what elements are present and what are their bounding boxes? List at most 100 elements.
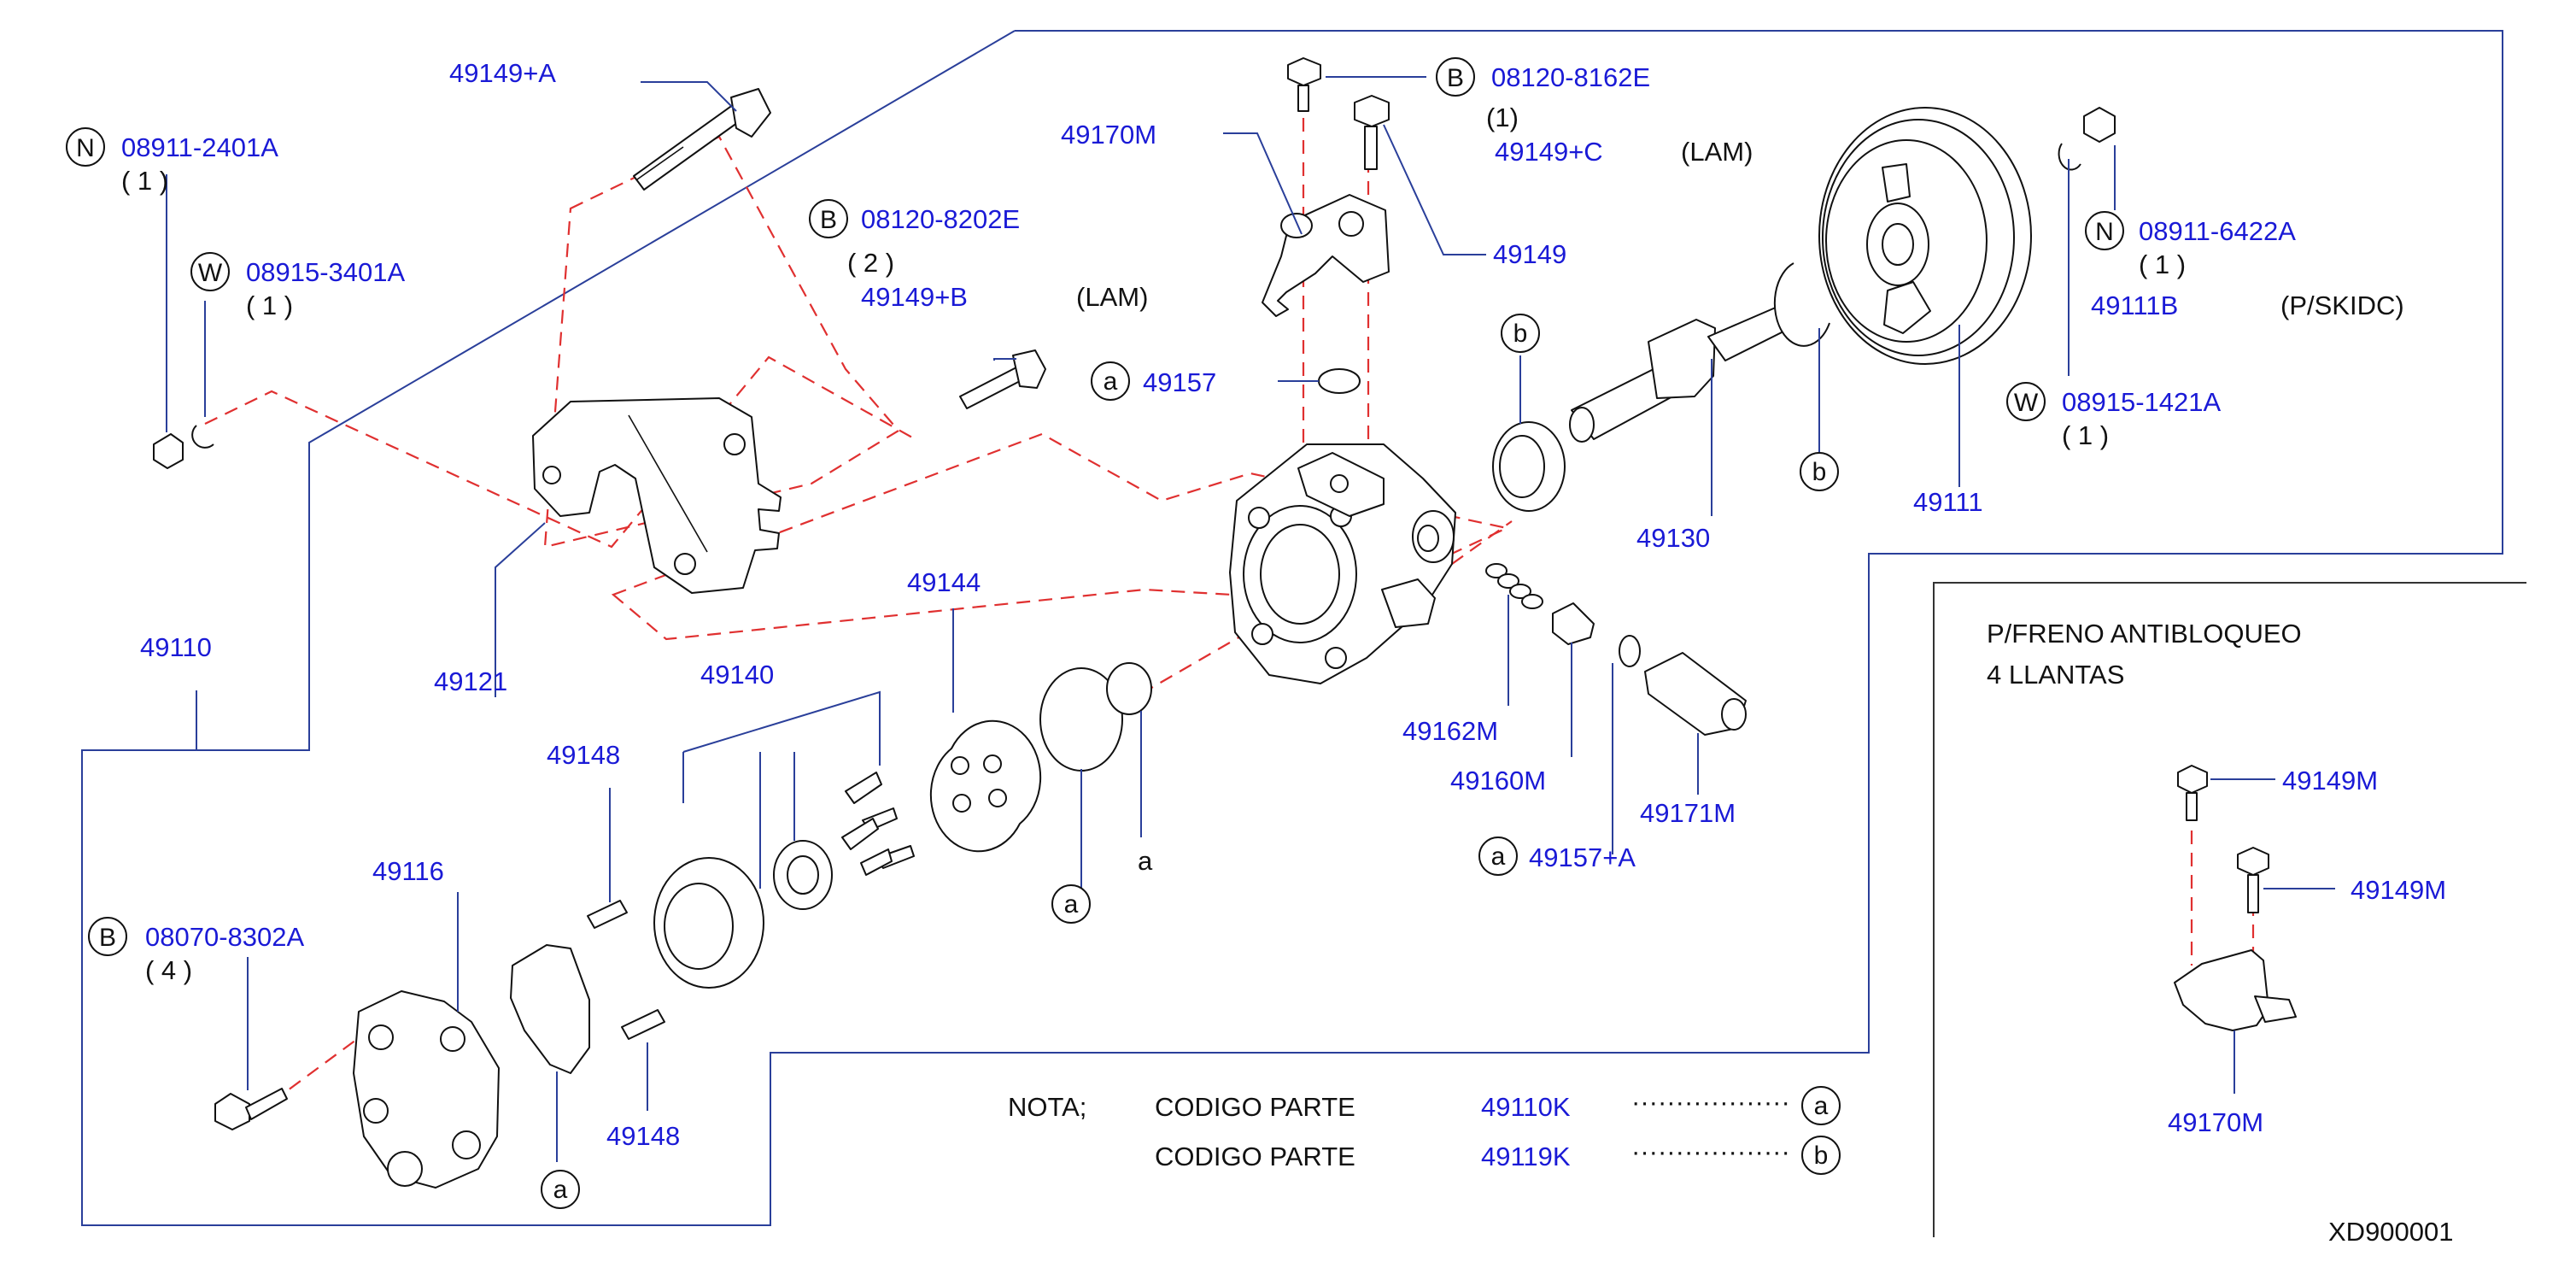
note-label: NOTA; — [1008, 1092, 1086, 1122]
fitting-49170M-top — [1262, 194, 1390, 317]
circle-b-seal — [1501, 314, 1540, 353]
oring-49157 — [1318, 368, 1361, 394]
circle-a-49157A-letter: a — [1491, 842, 1506, 871]
qty-08120-8202E: ( 2 ) — [847, 248, 894, 278]
circle-b-seal-letter: b — [1513, 320, 1528, 348]
inset-fitting-49170M — [2174, 949, 2297, 1031]
circle-B-2-letter: B — [1447, 64, 1464, 92]
inset-title-line2: 4 LLANTAS — [1987, 660, 2124, 690]
nut-washer-left — [153, 425, 214, 469]
circle-B-2 — [1436, 57, 1475, 97]
note-row1-text: CODIGO PARTE — [1155, 1092, 1355, 1122]
label-08915-1421A: 08915-1421A — [2062, 387, 2221, 417]
circle-a-gasket-letter: a — [553, 1176, 568, 1204]
circle-a-gasket — [541, 1170, 580, 1209]
qty-08070-8302A: ( 4 ) — [145, 955, 192, 985]
seal-ring — [1492, 421, 1566, 512]
note-row2-dots: ·················· — [1631, 1136, 1790, 1166]
label-49140: 49140 — [700, 660, 774, 690]
oring-large-a — [1039, 662, 1152, 772]
label-08070-8302A: 08070-8302A — [145, 922, 304, 952]
circle-B-1-letter: B — [820, 206, 837, 234]
label-08120-8202E: 08120-8202E — [861, 204, 1020, 234]
circle-b-snapring — [1800, 452, 1839, 491]
label-49148-bottom: 49148 — [606, 1121, 680, 1151]
label-49171M: 49171M — [1640, 798, 1736, 828]
note-row2-text: CODIGO PARTE — [1155, 1142, 1355, 1171]
pulley-49111 — [1818, 107, 2032, 365]
label-49157: 49157 — [1143, 367, 1216, 397]
label-49121: 49121 — [434, 666, 507, 696]
qty-08915-1421A: ( 1 ) — [2062, 420, 2109, 450]
bracket-49121 — [532, 397, 782, 594]
label-49111B: 49111B — [2091, 291, 2178, 320]
spring-49162M — [1485, 563, 1543, 609]
circle-W-1 — [190, 252, 230, 291]
note-row2-circle — [1801, 1136, 1841, 1175]
shaft-49130 — [1569, 302, 1798, 443]
inset-title-line1: P/FRENO ANTIBLOQUEO — [1987, 619, 2302, 649]
label-49157A: 49157+A — [1529, 842, 1636, 872]
label-49160M: 49160M — [1450, 766, 1546, 795]
inset-label-49149M-2: 49149M — [2351, 875, 2446, 905]
label-49111: 49111 — [1913, 487, 1983, 517]
circle-b-snapring-letter: b — [1812, 458, 1827, 486]
bolt-08070-8302A — [214, 1088, 288, 1130]
circle-B-3-letter: B — [99, 924, 116, 952]
label-49148-top: 49148 — [547, 740, 620, 770]
circle-N-2-letter: N — [2095, 218, 2114, 246]
inset-label-49170M: 49170M — [2168, 1107, 2263, 1137]
qty-08911-6422A: ( 1 ) — [2139, 249, 2186, 279]
oring-49157A — [1619, 635, 1641, 667]
label-08915-3401A: 08915-3401A — [246, 257, 405, 287]
inset-label-49149M-1: 49149M — [2282, 766, 2378, 795]
label-49130: 49130 — [1636, 523, 1710, 553]
qty-08120-8162E: (1) — [1486, 103, 1519, 132]
plate-49144 — [929, 719, 1042, 853]
pins-49148 — [587, 900, 665, 1040]
circle-a-49157 — [1091, 361, 1130, 401]
pump-body — [1229, 443, 1456, 684]
note-row2-ref: b — [1814, 1142, 1829, 1170]
bolt-08120-8202E — [959, 349, 1046, 409]
circle-B-1 — [809, 199, 848, 238]
label-49170M-top: 49170M — [1061, 120, 1156, 150]
circle-a-49157-letter: a — [1104, 367, 1118, 396]
bolt-08120-8162E — [1287, 57, 1321, 112]
note-row1-circle — [1801, 1086, 1841, 1125]
diagram-id: XD900001 — [2328, 1217, 2454, 1247]
note-row1-part: 49110K — [1481, 1092, 1571, 1122]
label-49162M: 49162M — [1402, 716, 1498, 746]
circle-W-2-letter: W — [2014, 389, 2039, 417]
inset-bolt-2 — [2237, 847, 2269, 913]
nut-washer-right — [2058, 107, 2116, 171]
circle-a-oring-letter: a — [1064, 890, 1079, 919]
bolt-49149A — [633, 88, 771, 191]
connector-49171M — [1644, 652, 1747, 736]
label-49116: 49116 — [372, 856, 444, 886]
label-49144: 49144 — [907, 567, 981, 597]
leader-lines — [166, 76, 2335, 1162]
label-49149: 49149 — [1493, 239, 1566, 269]
circle-W-2 — [2006, 382, 2046, 421]
circle-a-49157A — [1478, 837, 1518, 876]
gasket — [510, 944, 590, 1074]
note-row1-ref: a — [1814, 1092, 1829, 1120]
label-49110: 49110 — [140, 632, 212, 662]
letter-a-plain: a — [1138, 846, 1153, 876]
valve-49160M — [1552, 602, 1595, 645]
vanes-49140 — [841, 772, 915, 876]
cam-ring — [653, 857, 764, 989]
circle-W-1-letter: W — [198, 259, 223, 287]
circle-B-3 — [88, 917, 127, 956]
circle-N-1-letter: N — [76, 134, 95, 162]
label-08120-8162E: 08120-8162E — [1491, 62, 1650, 92]
snap-ring — [1773, 262, 1830, 347]
label-49149A: 49149+A — [449, 58, 556, 88]
label-49149C: 49149+C — [1495, 137, 1603, 167]
label-08911-6422A: 08911-6422A — [2139, 216, 2296, 246]
label-49149B: 49149+B — [861, 282, 968, 312]
assembly-frame — [81, 30, 2503, 1226]
bolt-49149 — [1354, 95, 1390, 170]
